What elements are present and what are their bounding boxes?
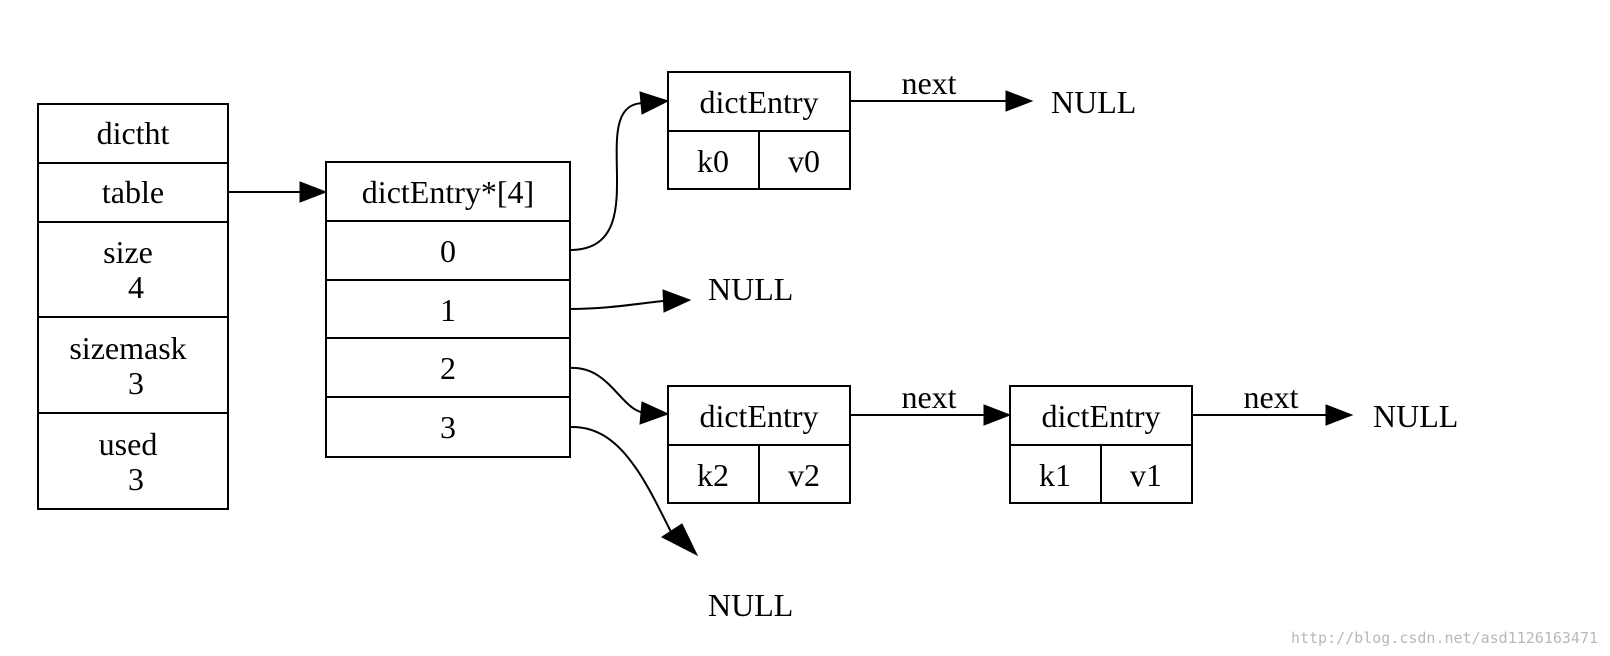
next-label-k1: next — [1243, 379, 1298, 415]
dictht-size-label: size — [103, 234, 153, 270]
dict-entry-k0-key: k0 — [697, 143, 729, 179]
dict-entry-k2-title: dictEntry — [699, 398, 818, 434]
dict-entry-k1-value: v1 — [1130, 457, 1162, 493]
watermark-url: http://blog.csdn.net/asd1126163471 — [1291, 629, 1598, 647]
bucket-array: dictEntry*[4] 0 1 2 3 — [325, 161, 571, 458]
dict-entry-k2-value: v2 — [788, 457, 820, 493]
dict-entry-k1-key: k1 — [1039, 457, 1071, 493]
null-slot-3: NULL — [708, 587, 793, 623]
dict-entry-k0-value: v0 — [788, 143, 820, 179]
next-label-k0: next — [901, 65, 956, 101]
arrow-entry-k1-next-to-null — [1192, 404, 1354, 426]
bucket-array-header: dictEntry*[4] — [362, 174, 534, 210]
dict-entry-k0-title: dictEntry — [699, 84, 818, 120]
dictht-header: dictht — [97, 115, 170, 151]
bucket-array-outline — [325, 161, 571, 458]
bucket-slot-1: 1 — [440, 292, 456, 328]
dictht-sizemask-value: 3 — [128, 365, 144, 401]
dict-entry-k2: dictEntry k2 v2 — [667, 385, 851, 504]
dictht-used-value: 3 — [128, 461, 144, 497]
dictht-table-field: table — [102, 174, 164, 210]
dictht-used-label: used — [99, 426, 158, 462]
arrow-table-to-array — [228, 181, 328, 203]
arrow-slot1-to-null — [569, 289, 692, 313]
dict-entry-k1-title: dictEntry — [1041, 398, 1160, 434]
arrow-entry-k2-next-to-entry-k1 — [850, 404, 1012, 426]
dictht-outline — [37, 103, 229, 510]
dictht-sizemask-label: sizemask — [69, 330, 186, 366]
arrow-entry-k0-next-to-null — [850, 90, 1034, 112]
null-after-k0: NULL — [1051, 84, 1136, 120]
next-label-k2: next — [901, 379, 956, 415]
bucket-slot-2: 2 — [440, 350, 456, 386]
dictht-size-value: 4 — [128, 269, 144, 305]
arrow-slot2-to-entry-k2 — [569, 366, 670, 425]
bucket-slot-0: 0 — [440, 233, 456, 269]
null-slot-1: NULL — [708, 271, 793, 307]
arrow-slot0-to-entry-k0 — [569, 91, 670, 251]
dictht-struct: dictht table size 4 sizemask 3 used 3 — [37, 103, 229, 510]
arrow-slot3-to-null — [569, 425, 699, 557]
bucket-slot-3: 3 — [440, 409, 456, 445]
dict-entry-k2-key: k2 — [697, 457, 729, 493]
null-after-k1: NULL — [1373, 398, 1458, 434]
dict-entry-k0: dictEntry k0 v0 — [667, 71, 851, 190]
dict-entry-k1: dictEntry k1 v1 — [1009, 385, 1193, 504]
